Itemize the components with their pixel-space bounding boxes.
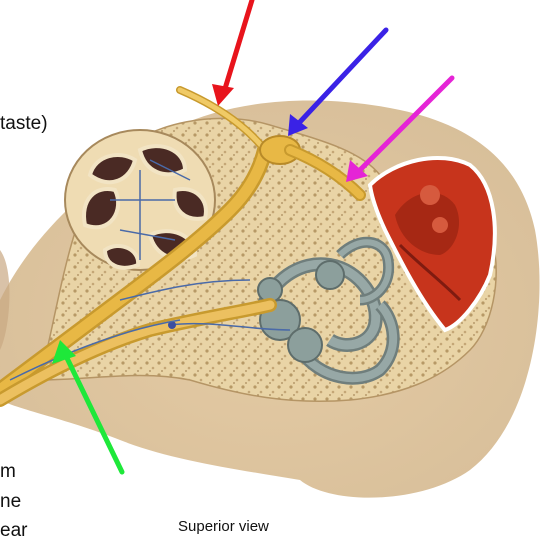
label-fragment-taste: taste) bbox=[0, 113, 48, 134]
label-fragment-m: m bbox=[0, 461, 16, 482]
red-arrow bbox=[212, 0, 255, 106]
skin-shadow bbox=[0, 250, 10, 350]
nerves bbox=[0, 86, 366, 407]
blue-arrow bbox=[288, 27, 389, 136]
mastoid-air-cells bbox=[64, 129, 216, 271]
caption-superior-view: Superior view bbox=[178, 518, 269, 535]
label-fragment-ear: ear bbox=[0, 520, 28, 541]
middle-ear bbox=[367, 156, 497, 333]
green-arrow bbox=[52, 340, 125, 475]
label-fragment-ne: ne bbox=[0, 491, 22, 512]
magenta-arrow bbox=[346, 75, 455, 182]
